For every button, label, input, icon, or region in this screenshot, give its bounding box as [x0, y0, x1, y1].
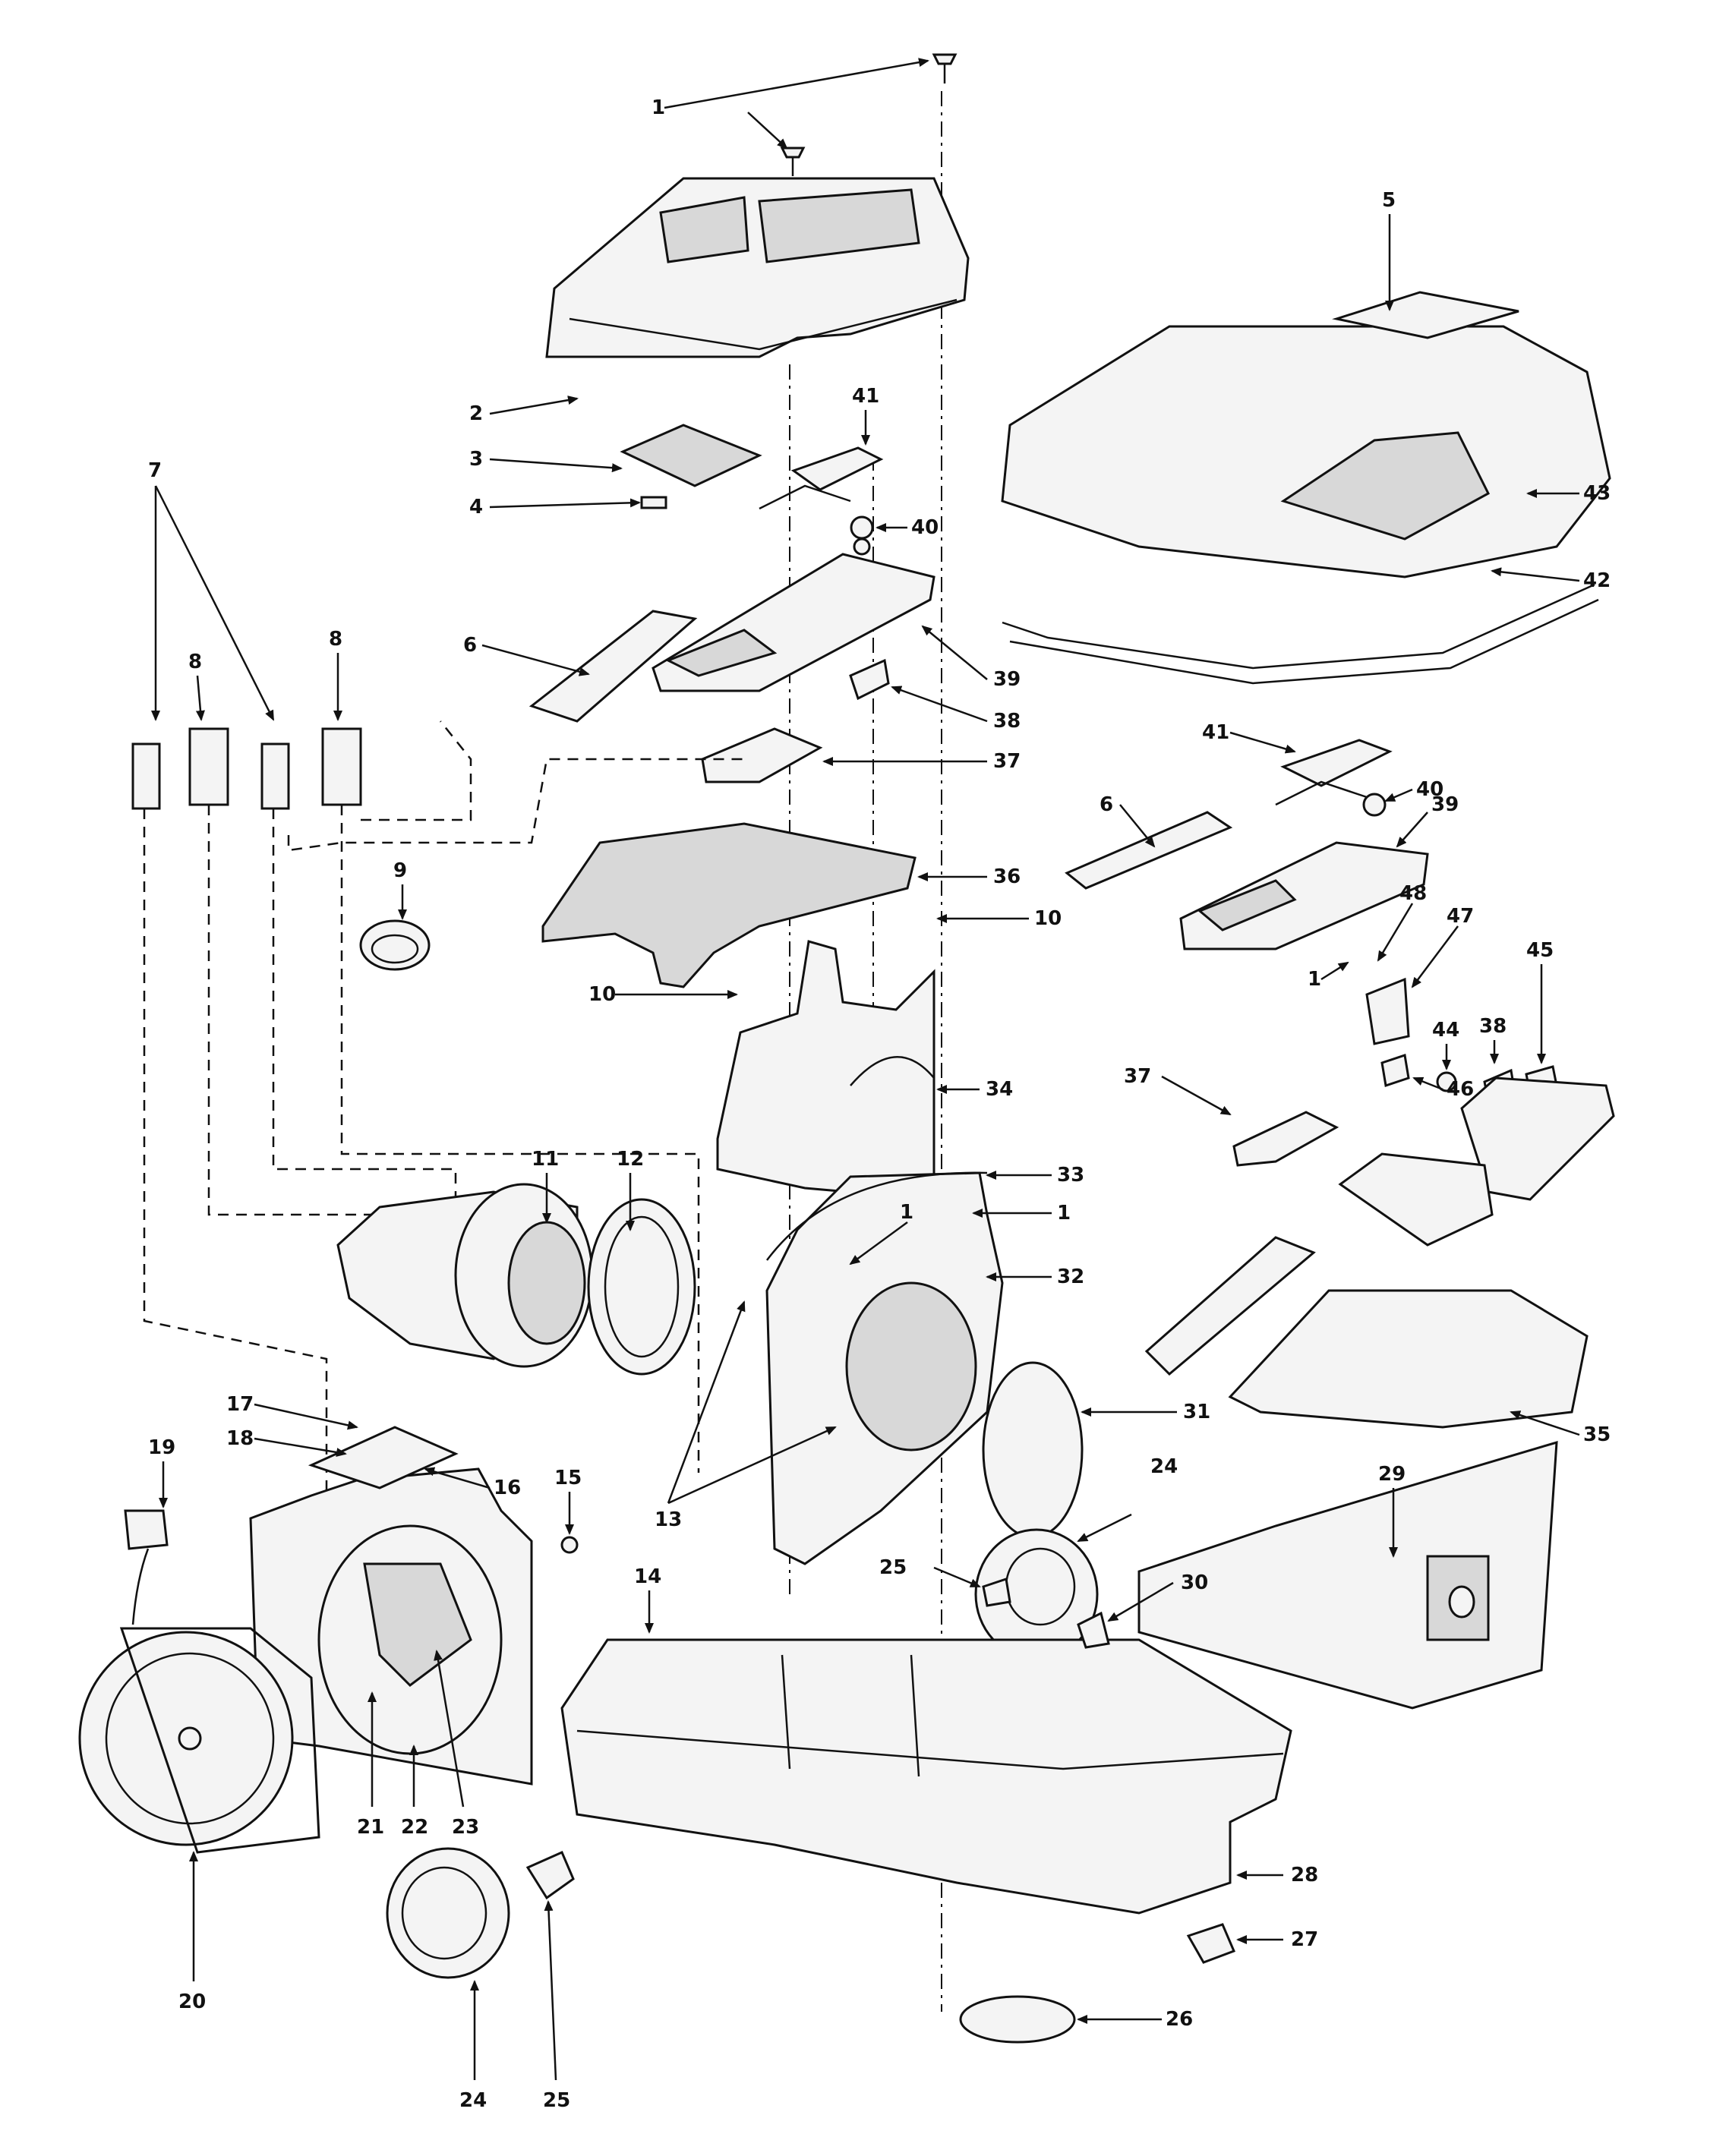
dust-bag-part	[1137, 1440, 1558, 1710]
grip-strip-parts	[528, 610, 1233, 890]
label-32: 32	[1057, 1266, 1084, 1288]
label-37b: 37	[1124, 1065, 1151, 1088]
label-16: 16	[494, 1477, 521, 1499]
label-1a: 1	[652, 96, 665, 119]
attachment-tools	[1144, 1076, 1615, 1429]
label-44: 44	[1432, 1019, 1459, 1042]
label-18: 18	[226, 1427, 254, 1450]
label-48: 48	[1399, 882, 1427, 905]
label-6b: 6	[1100, 793, 1113, 816]
motor-support-part	[716, 940, 935, 1201]
label-37a: 37	[993, 750, 1021, 773]
label-6a: 6	[463, 634, 477, 657]
label-28: 28	[1291, 1864, 1318, 1886]
label-41b: 41	[1202, 721, 1229, 744]
main-body-part	[560, 1638, 1292, 1915]
label-3: 3	[469, 448, 483, 471]
label-42: 42	[1583, 569, 1611, 592]
label-17: 17	[226, 1393, 254, 1416]
label-29: 29	[1378, 1463, 1406, 1486]
label-45: 45	[1526, 939, 1554, 962]
label-8b: 8	[329, 628, 342, 651]
label-25b: 25	[543, 2089, 570, 2112]
clamp-part	[359, 919, 431, 971]
label-39a: 39	[993, 668, 1021, 691]
label-1b: 1	[1057, 1202, 1071, 1225]
shield-part	[541, 822, 917, 988]
label-31: 31	[1183, 1401, 1210, 1423]
label-41a: 41	[852, 385, 879, 408]
label-27: 27	[1291, 1928, 1318, 1951]
label-9: 9	[393, 859, 407, 882]
label-40a: 40	[911, 516, 939, 539]
label-15: 15	[554, 1467, 582, 1489]
label-38b: 38	[1479, 1015, 1507, 1038]
motor-part	[336, 1183, 696, 1376]
label-1d: 1	[1308, 968, 1321, 991]
label-24a: 24	[1150, 1455, 1178, 1478]
top-screws	[780, 53, 958, 176]
label-5: 5	[1382, 189, 1396, 212]
label-36: 36	[993, 865, 1021, 888]
small-hardware-parts	[959, 1578, 1235, 2044]
filter-part	[620, 424, 762, 509]
label-47: 47	[1447, 905, 1474, 928]
label-25a: 25	[879, 1556, 907, 1579]
label-43: 43	[1583, 482, 1611, 505]
filter-disc-part	[982, 1361, 1084, 1539]
label-35: 35	[1583, 1423, 1611, 1446]
label-26: 26	[1166, 2008, 1193, 2031]
label-2: 2	[469, 402, 483, 425]
wire-terminals	[131, 720, 744, 1656]
label-10a: 10	[1034, 907, 1062, 930]
wheel-part-left	[386, 1847, 575, 1979]
label-24b: 24	[459, 2089, 487, 2112]
lid-part	[1001, 291, 1611, 685]
callouts: 1 2 3 4 5 6 7 8 8 9 10 10 1	[148, 58, 1611, 2112]
switch-assembly-main	[652, 446, 935, 783]
label-12: 12	[617, 1148, 644, 1171]
label-40b: 40	[1416, 778, 1443, 801]
top-cover-part	[545, 177, 970, 358]
label-14: 14	[634, 1565, 661, 1588]
label-38a: 38	[993, 710, 1021, 733]
label-23: 23	[452, 1816, 479, 1839]
label-11: 11	[532, 1148, 559, 1171]
label-8a: 8	[188, 651, 202, 673]
label-7: 7	[148, 459, 162, 482]
label-20: 20	[178, 1991, 206, 2013]
label-19: 19	[148, 1436, 175, 1459]
label-1c: 1	[900, 1201, 913, 1224]
label-21: 21	[357, 1816, 384, 1839]
label-22: 22	[401, 1816, 428, 1839]
wheel-part-right	[974, 1528, 1099, 1660]
switch-assembly-detail	[1179, 739, 1558, 1167]
cord-reel-part	[78, 1509, 320, 1854]
label-34: 34	[986, 1078, 1013, 1101]
fan-cover-part	[765, 1171, 1004, 1565]
label-33: 33	[1057, 1164, 1084, 1187]
cord-reel-assembly	[249, 1426, 579, 1786]
label-4: 4	[469, 496, 483, 519]
label-39b: 39	[1431, 793, 1459, 816]
label-10b: 10	[588, 983, 616, 1006]
label-46: 46	[1447, 1078, 1474, 1101]
label-13: 13	[655, 1508, 682, 1531]
label-30: 30	[1181, 1571, 1208, 1594]
